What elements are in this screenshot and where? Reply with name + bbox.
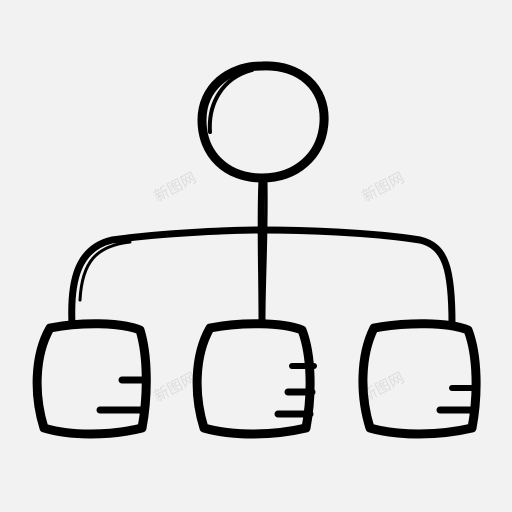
watermark-text: 新图网: [151, 369, 199, 406]
watermark-text: 新图网: [359, 169, 407, 206]
child-node-right: [358, 319, 481, 439]
child-node-middle: [192, 319, 317, 439]
top-node-circle: [197, 61, 329, 183]
watermark-group: 新图网 新图网 新图网 新图网: [151, 169, 407, 406]
branch-connector: [68, 226, 456, 328]
trunk-connector: [257, 176, 268, 326]
child-node-left: [32, 319, 151, 439]
watermark-text: 新图网: [151, 169, 199, 206]
